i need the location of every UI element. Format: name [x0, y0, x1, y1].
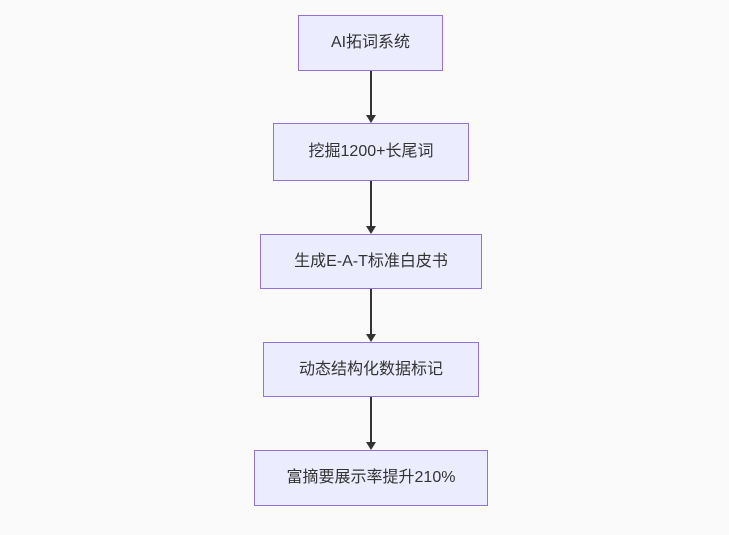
flow-arrow-line [370, 397, 372, 442]
flowchart-node-longtail-mining: 挖掘1200+长尾词 [273, 123, 469, 181]
flowchart-node-ai-keyword-system: AI拓词系统 [298, 15, 443, 71]
node-label: AI拓词系统 [330, 34, 411, 52]
flow-arrowhead-icon [366, 334, 376, 342]
node-label: 挖掘1200+长尾词 [308, 143, 434, 161]
node-label: 富摘要展示率提升210% [286, 469, 456, 487]
flow-arrow-line [370, 289, 372, 334]
flowchart-node-rich-snippet-result: 富摘要展示率提升210% [254, 450, 488, 506]
node-label: 生成E-A-T标准白皮书 [294, 252, 448, 270]
flowchart-node-structured-data-markup: 动态结构化数据标记 [263, 342, 479, 397]
flowchart-node-eat-whitepaper: 生成E-A-T标准白皮书 [260, 234, 482, 289]
flow-arrowhead-icon [366, 442, 376, 450]
flow-arrowhead-icon [366, 226, 376, 234]
flow-arrowhead-icon [366, 115, 376, 123]
flow-arrow-line [370, 71, 372, 115]
flow-arrow-line [370, 181, 372, 226]
node-label: 动态结构化数据标记 [298, 360, 443, 378]
